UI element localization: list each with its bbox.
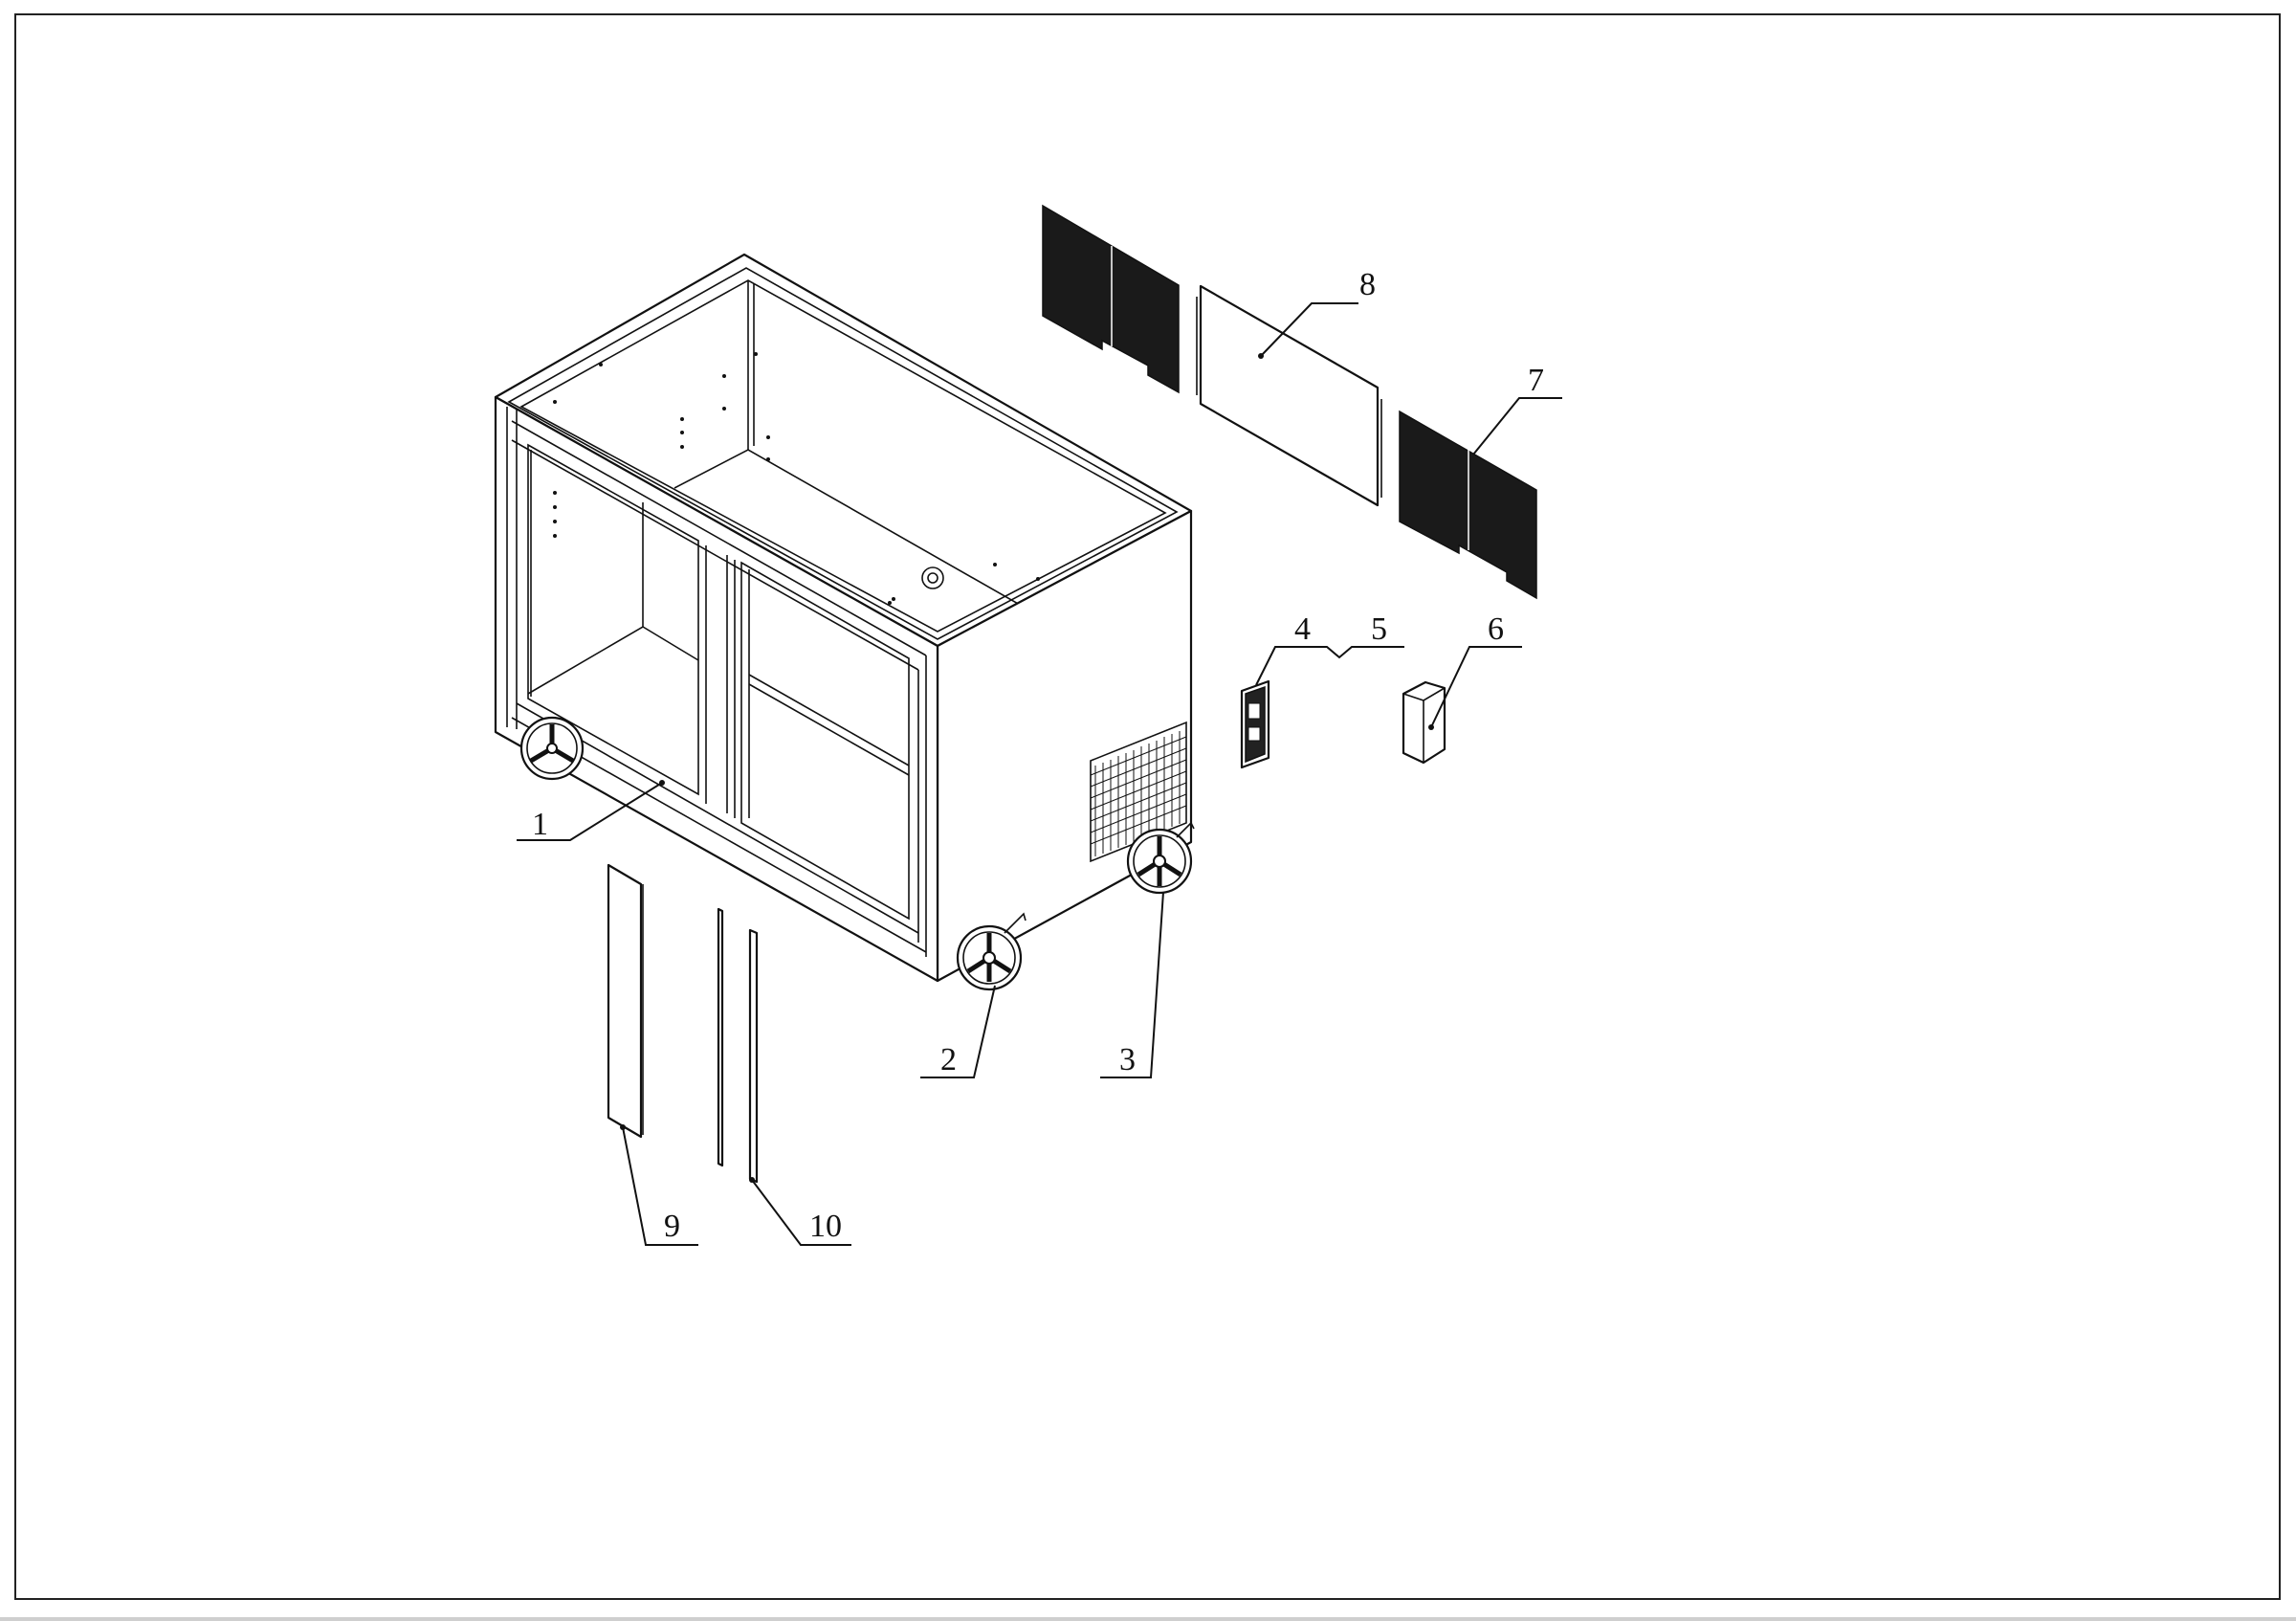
back-panel: [1196, 284, 1382, 507]
bottom-scroll-strip: [0, 1617, 2296, 1621]
callout-label-4: 4: [1294, 611, 1311, 647]
callout-10: 10: [749, 1177, 851, 1246]
callout-label-9: 9: [664, 1209, 680, 1244]
electrical-box: [1402, 680, 1446, 765]
caster-front-brake: [956, 912, 1027, 991]
control-board: [1240, 679, 1270, 769]
callout-label-3: 3: [1119, 1042, 1136, 1077]
door-rail-left: [717, 907, 724, 1167]
callout-label-7: 7: [1528, 363, 1544, 398]
side-vent-grille: [1090, 721, 1187, 863]
callout-7: 7: [1472, 363, 1562, 455]
side-trim-panel: [607, 863, 644, 1139]
caster-rear-right: [1126, 821, 1195, 895]
cabinet-body: [494, 253, 1193, 983]
condenser-grille-right: [1399, 410, 1537, 600]
callout-label-2: 2: [940, 1042, 957, 1077]
callout-label-1: 1: [532, 807, 548, 842]
callout-label-5: 5: [1371, 611, 1387, 647]
callout-1: 1: [517, 780, 665, 842]
callout-2: 2: [920, 985, 996, 1078]
callout-9: 9: [620, 1124, 698, 1246]
caster-left-rear: [519, 716, 585, 781]
condenser-grille-left: [1042, 204, 1180, 394]
callout-8: 8: [1260, 267, 1376, 357]
callout-3: 3: [1100, 891, 1164, 1078]
callout-6: 6: [1428, 611, 1522, 730]
callout-label-10: 10: [809, 1209, 842, 1244]
callout-label-8: 8: [1359, 267, 1376, 302]
callout-4-5: 4 5: [1255, 611, 1404, 686]
callout-label-6: 6: [1488, 611, 1504, 647]
door-rail-right: [748, 928, 759, 1184]
